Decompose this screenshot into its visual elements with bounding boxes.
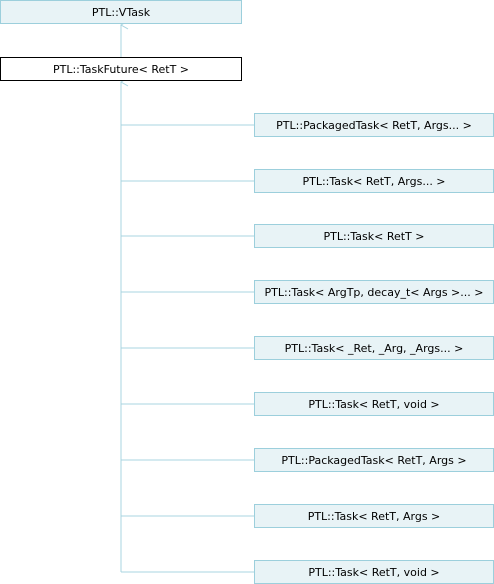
class-label: PTL::PackagedTask< RetT, Args... > — [276, 118, 472, 132]
derived-class-node[interactable]: PTL::Task< RetT, void > — [254, 560, 494, 584]
class-label: PTL::Task< RetT, Args... > — [302, 174, 446, 188]
derived-class-node[interactable]: PTL::Task< RetT, Args... > — [254, 169, 494, 193]
derived-class-node[interactable]: PTL::PackagedTask< RetT, Args... > — [254, 113, 494, 137]
derived-class-node[interactable]: PTL::Task< _Ret, _Arg, _Args... > — [254, 336, 494, 360]
class-label: PTL::Task< RetT, void > — [308, 397, 440, 411]
derived-class-node[interactable]: PTL::PackagedTask< RetT, Args > — [254, 448, 494, 472]
class-label: PTL::Task< _Ret, _Arg, _Args... > — [284, 341, 464, 355]
class-label: PTL::Task< RetT > — [323, 229, 425, 243]
class-node-taskfuture[interactable]: PTL::TaskFuture< RetT > — [0, 57, 242, 81]
class-label: PTL::PackagedTask< RetT, Args > — [281, 453, 467, 467]
derived-class-node[interactable]: PTL::Task< RetT, void > — [254, 392, 494, 416]
class-node-vtask[interactable]: PTL::VTask — [0, 0, 242, 24]
class-label: PTL::Task< ArgTp, decay_t< Args >... > — [264, 285, 484, 299]
class-label: PTL::Task< RetT, void > — [308, 565, 440, 579]
derived-class-node[interactable]: PTL::Task< ArgTp, decay_t< Args >... > — [254, 280, 494, 304]
class-label: PTL::Task< RetT, Args > — [307, 509, 441, 523]
derived-class-node[interactable]: PTL::Task< RetT > — [254, 224, 494, 248]
class-label: PTL::TaskFuture< RetT > — [52, 62, 190, 76]
derived-class-node[interactable]: PTL::Task< RetT, Args > — [254, 504, 494, 528]
class-label: PTL::VTask — [91, 5, 151, 19]
